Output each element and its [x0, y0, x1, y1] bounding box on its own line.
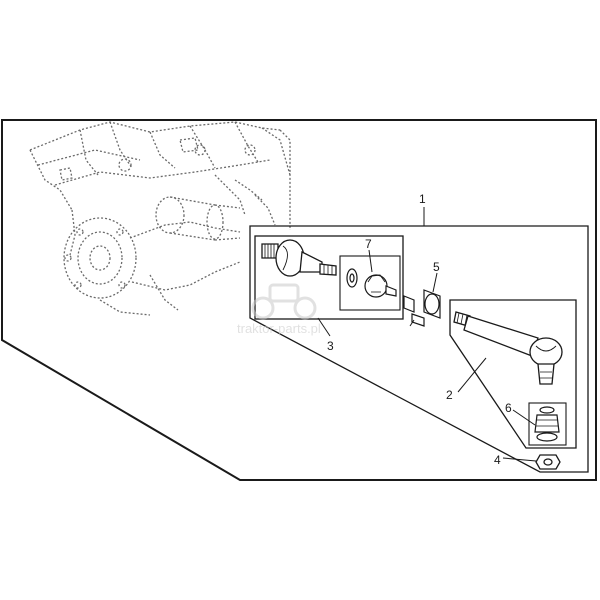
callout-2: 2	[446, 388, 453, 402]
callout-4: 4	[494, 453, 501, 467]
inner-tie-rod	[261, 239, 337, 277]
callout-7: 7	[365, 237, 372, 251]
inner-ball-joint-frame	[254, 235, 404, 320]
outer-tie-rod	[453, 311, 563, 385]
outer-tie-rod-end-frame	[449, 299, 577, 449]
outer-frame	[1, 119, 597, 481]
dust-boot-part-6	[534, 406, 560, 442]
boot-kit-frame	[528, 402, 567, 446]
clamp-part-5	[403, 289, 441, 327]
tie-rod-assembly-frame	[249, 225, 589, 473]
watermark: traktor-parts.pl	[237, 283, 321, 336]
leader-lines	[317, 249, 537, 462]
nut-part-4	[535, 454, 561, 470]
callout-6: 6	[505, 401, 512, 415]
ball-joint-kit-parts	[346, 268, 397, 298]
watermark-text: traktor-parts.pl	[237, 321, 321, 336]
callout-3: 3	[327, 339, 334, 353]
axle-housing-sketch	[29, 121, 291, 316]
callout-5: 5	[433, 260, 440, 274]
callout-1: 1	[419, 192, 426, 206]
